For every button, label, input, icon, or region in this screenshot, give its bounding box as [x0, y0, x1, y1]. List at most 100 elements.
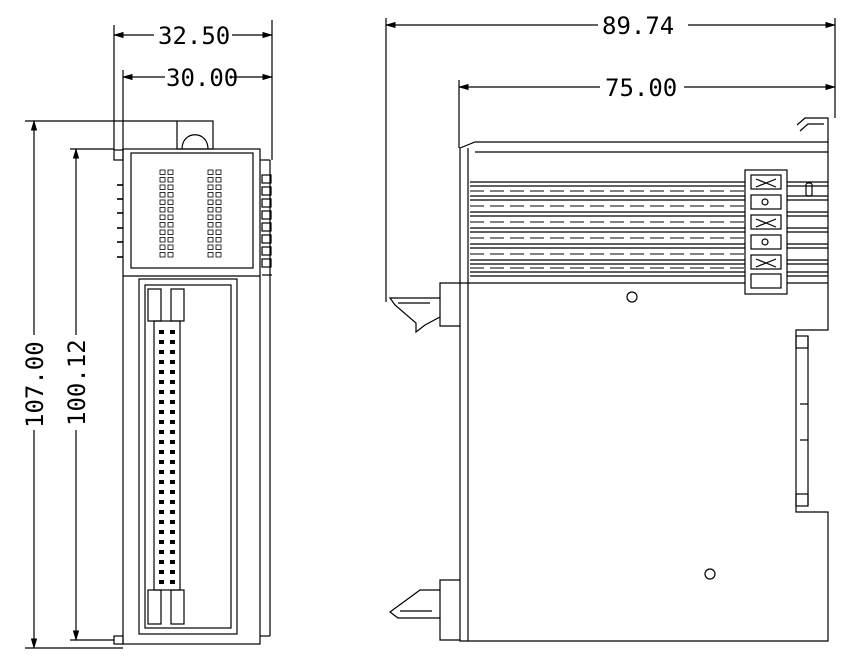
led-indicator	[159, 222, 166, 228]
idc-pin	[159, 500, 164, 504]
front-width-dimensions: 32.50 30.00	[112, 20, 274, 160]
latch-hook-bottom	[388, 579, 460, 641]
led-indicator	[167, 192, 174, 198]
led-indicator	[167, 252, 174, 258]
idc-pin	[159, 470, 164, 474]
led-indicator	[207, 169, 214, 175]
idc-pin	[159, 450, 164, 454]
led-indicator	[207, 244, 214, 250]
idc-pin	[159, 510, 164, 514]
idc-pin	[159, 550, 164, 554]
led-indicator	[207, 199, 214, 205]
idc-pin	[170, 390, 175, 394]
led-indicator	[167, 207, 174, 213]
led-indicator	[207, 229, 214, 235]
idc-pin	[159, 360, 164, 364]
idc-pin	[170, 380, 175, 384]
idc-pin	[170, 490, 175, 494]
led-panel	[123, 152, 260, 277]
idc-pin	[159, 350, 164, 354]
led-indicator	[215, 229, 222, 235]
idc-pin	[170, 550, 175, 554]
led-indicator	[159, 207, 166, 213]
idc-pin	[170, 470, 175, 474]
dim-side-depth-inner: 75.00	[605, 74, 677, 102]
led-indicator	[159, 184, 166, 190]
idc-pin	[170, 450, 175, 454]
led-indicator	[167, 237, 174, 243]
idc-pin	[159, 330, 164, 334]
idc-pin	[170, 530, 175, 534]
led-indicator	[159, 237, 166, 243]
idc-pin	[159, 380, 164, 384]
led-indicator	[167, 222, 174, 228]
idc-pin	[159, 400, 164, 404]
led-indicator	[207, 184, 214, 190]
idc-pin	[170, 480, 175, 484]
idc-pin	[159, 430, 164, 434]
led-indicator	[167, 244, 174, 250]
idc-pin	[170, 510, 175, 514]
idc-pin	[170, 560, 175, 564]
led-indicator	[207, 192, 214, 198]
idc-pin	[170, 460, 175, 464]
led-indicator	[167, 229, 174, 235]
led-indicator	[215, 169, 222, 175]
idc-pin	[170, 430, 175, 434]
led-indicator	[215, 199, 222, 205]
led-indicator	[215, 252, 222, 258]
led-indicator	[167, 214, 174, 220]
idc-pin	[159, 420, 164, 424]
led-indicator	[159, 214, 166, 220]
dim-front-height-outer: 107.00	[21, 341, 49, 428]
led-indicator	[215, 177, 222, 183]
idc-connector	[138, 278, 238, 635]
idc-pin	[159, 480, 164, 484]
front-view	[113, 120, 272, 645]
led-indicator	[159, 199, 166, 205]
led-indicator	[167, 184, 174, 190]
led-indicator	[159, 244, 166, 250]
latch-hook-top	[388, 282, 460, 334]
idc-pin	[170, 340, 175, 344]
front-top-clip	[176, 120, 214, 150]
idc-pin	[170, 350, 175, 354]
idc-pin	[159, 490, 164, 494]
dim-front-width-outer: 32.50	[158, 22, 230, 50]
idc-pin	[170, 400, 175, 404]
led-indicator	[159, 177, 166, 183]
led-indicator	[167, 169, 174, 175]
led-indicator	[167, 199, 174, 205]
led-indicator	[207, 177, 214, 183]
mounting-hole-bottom	[704, 568, 716, 580]
idc-pin	[170, 440, 175, 444]
led-indicator	[207, 207, 214, 213]
led-indicator	[159, 252, 166, 258]
front-left-pins	[117, 184, 123, 258]
idc-pin	[170, 500, 175, 504]
side-body-outline	[459, 141, 829, 642]
din-rail-clip	[795, 335, 809, 507]
idc-pin	[159, 560, 164, 564]
idc-pin	[159, 520, 164, 524]
idc-pin	[159, 370, 164, 374]
led-indicator	[159, 192, 166, 198]
front-right-terminals	[261, 174, 272, 276]
idc-pin	[170, 370, 175, 374]
dim-front-width-inner: 30.00	[166, 64, 238, 92]
front-height-dimensions: 107.00 100.12	[21, 119, 177, 650]
idc-pin	[159, 570, 164, 574]
led-indicator	[215, 207, 222, 213]
led-indicator	[159, 169, 166, 175]
led-indicator	[159, 229, 166, 235]
idc-pin-rows	[159, 330, 175, 584]
idc-pin	[159, 530, 164, 534]
led-indicator	[207, 237, 214, 243]
idc-pin	[159, 540, 164, 544]
idc-pin	[170, 570, 175, 574]
idc-pin	[159, 460, 164, 464]
idc-pin	[170, 540, 175, 544]
led-indicator	[215, 184, 222, 190]
led-indicator-grid	[159, 169, 222, 258]
